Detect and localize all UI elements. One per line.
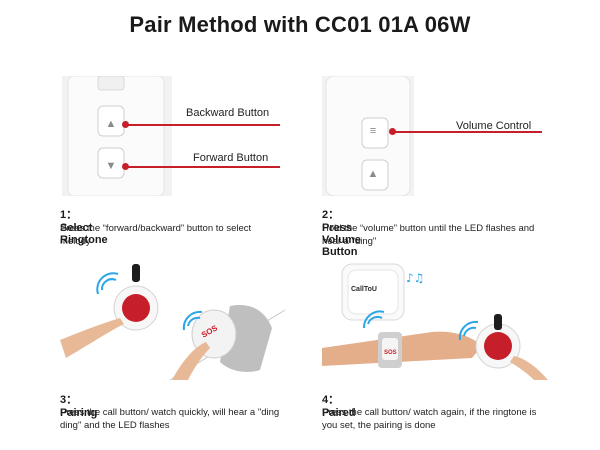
step-4-description: Press the call button/ watch again, if t… [322,407,537,431]
backward-callout-line [125,124,280,126]
step-1-description: Press the “forward/backward” button to s… [60,223,252,247]
step-1-title: 1：Select Ringtone [60,209,108,246]
volume-callout-line [392,131,542,133]
paired-photo: ♪♫ [322,262,548,380]
svg-text:♪♫: ♪♫ [406,271,424,285]
receiver-side-photo [62,76,172,196]
forward-callout-line [125,166,280,168]
step-2-title: 2：Press Volume Button [322,209,361,258]
receiver-volume-illustration [322,76,414,196]
backward-button-label: Backward Button [186,107,270,119]
forward-button-label: Forward Button [193,152,269,164]
pairing-illustration [60,264,286,380]
page-title: Pair Method with CC01 01A 06W [129,12,471,37]
forward-button-icon[interactable]: ▼ [105,160,117,172]
pairing-photo [60,262,290,380]
backward-button-icon[interactable]: ▲ [105,118,117,130]
receiver-volume-photo [322,76,414,196]
step-3-description: Press the call button/ watch quickly, wi… [60,407,280,431]
step-3-title: 3：Pairing [60,394,98,419]
volume-control-label: Volume Control [456,120,532,132]
watch-sos-label: SOS [384,350,397,356]
receiver-side-illustration [62,76,172,196]
up-button-icon[interactable]: ▲ [367,168,379,180]
receiver-brand-logo: CallToU [351,286,377,293]
paired-illustration: ♪♫ [322,263,548,380]
step-2-description: Hold the “volume” button until the LED f… [322,223,535,247]
volume-button-icon[interactable]: ≡ [369,125,377,137]
step-4-title: 4：Paired [322,394,356,419]
